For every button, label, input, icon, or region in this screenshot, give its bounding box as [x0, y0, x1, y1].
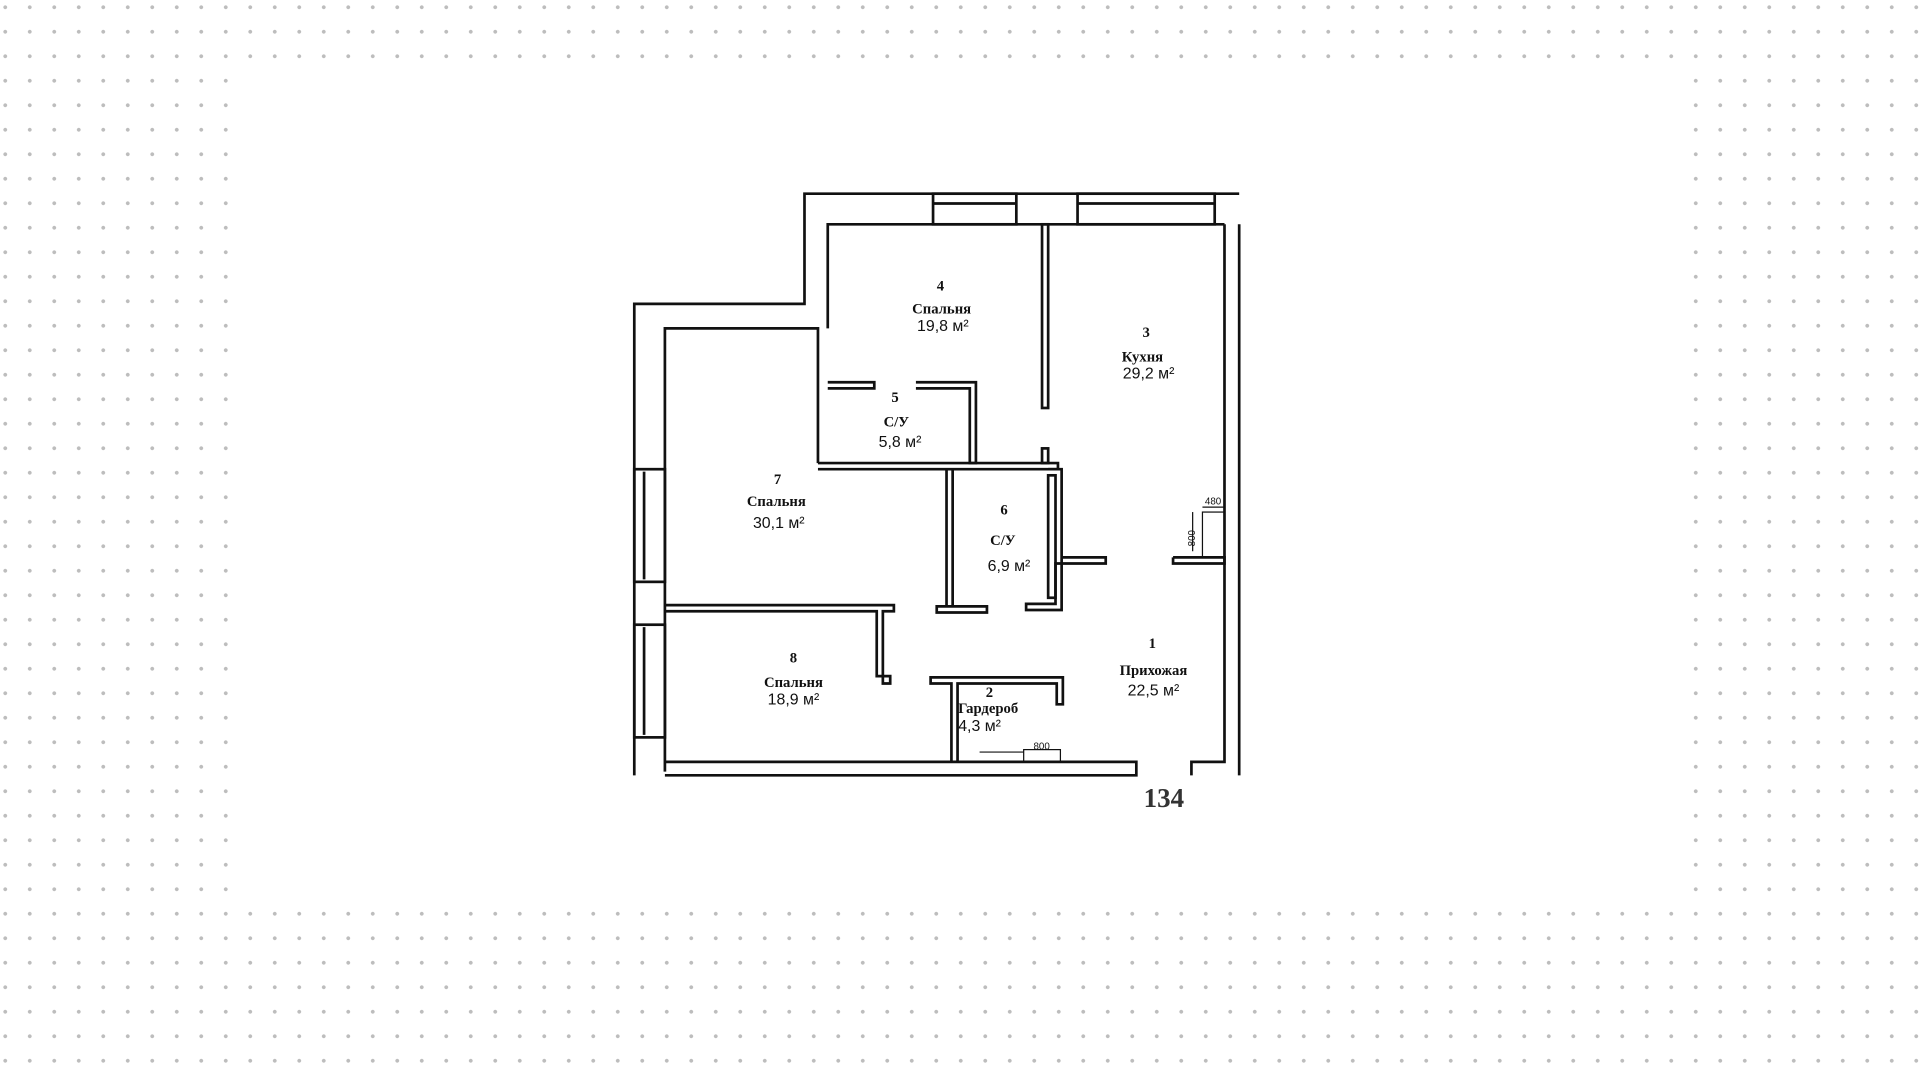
room-area: 18,9 м² — [768, 691, 820, 708]
room-area: 6,9 м² — [988, 558, 1031, 575]
room-number: 5 — [891, 390, 898, 406]
apartment-number: 134 — [1144, 783, 1184, 813]
room-area: 30,1 м² — [753, 515, 805, 532]
plan-background — [233, 73, 1690, 906]
room-number: 1 — [1149, 636, 1156, 652]
room-7-label: 7 Спальня 30,1 м² — [747, 472, 806, 532]
room-name: Спальня — [912, 302, 971, 318]
room-3-label: 3 Кухня 29,2 м² — [1122, 325, 1175, 383]
room-name: Кухня — [1122, 349, 1163, 365]
radiator-kitchen: 480 800 — [1187, 497, 1226, 558]
room-number: 2 — [986, 685, 993, 701]
room-6-label: 6 С/У 6,9 м² — [988, 503, 1031, 575]
room-name: С/У — [990, 533, 1016, 549]
room-number: 7 — [774, 472, 781, 488]
room-name: Спальня — [747, 494, 806, 510]
room-name: С/У — [884, 414, 910, 430]
room-number: 3 — [1142, 325, 1149, 341]
room-name: Гардероб — [958, 701, 1018, 717]
room-area: 19,8 м² — [917, 318, 969, 335]
room-area: 22,5 м² — [1128, 683, 1180, 700]
room-area: 29,2 м² — [1123, 366, 1175, 383]
radiator-wardrobe: 800 — [979, 742, 1062, 763]
room-8-label: 8 Спальня 18,9 м² — [764, 651, 823, 709]
radiator-width-label: 480 — [1205, 497, 1222, 508]
room-name: Спальня — [764, 675, 823, 691]
room-number: 8 — [790, 651, 797, 667]
room-area: 4,3 м² — [958, 718, 1001, 735]
room-number: 4 — [937, 278, 945, 294]
wardrobe-radiator-label: 800 — [1033, 742, 1050, 753]
room-4-label: 4 Спальня 19,8 м² — [912, 278, 971, 334]
room-5-label: 5 С/У 5,8 м² — [879, 390, 922, 451]
room-1-label: 1 Прихожая 22,5 м² — [1120, 636, 1188, 700]
room-area: 5,8 м² — [879, 434, 922, 451]
room-name: Прихожая — [1120, 663, 1188, 679]
room-number: 6 — [1000, 503, 1007, 519]
radiator-height-label: 800 — [1187, 529, 1198, 546]
room-2-label: 2 Гардероб 4,3 м² — [958, 685, 1018, 735]
walls — [632, 192, 1241, 777]
